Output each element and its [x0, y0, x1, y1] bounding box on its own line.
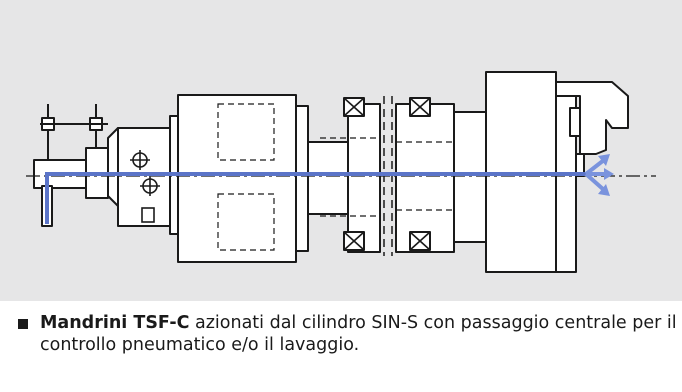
bullet-marker	[18, 319, 28, 329]
caption-description: azionati dal cilindro SIN-S con passaggi…	[40, 313, 677, 355]
hidden-lines	[217, 103, 454, 251]
caption-text: Mandrini TSF-C azionati dal cilindro SIN…	[40, 312, 680, 356]
figure-panel	[0, 0, 682, 301]
bearing-symbols	[343, 97, 431, 251]
chuck-cylinder-diagram	[26, 71, 656, 273]
caption-product-name: Mandrini TSF-C	[40, 313, 190, 333]
central-passage	[45, 154, 614, 224]
port-symbols	[130, 150, 160, 223]
chuck-tsf-c	[395, 71, 629, 273]
cylinder-sin-s	[117, 94, 381, 263]
